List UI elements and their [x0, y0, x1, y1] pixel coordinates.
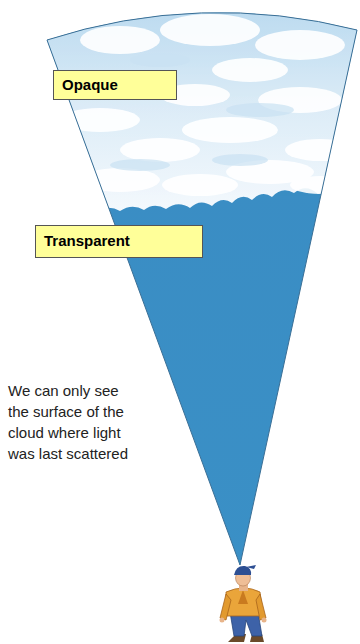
- label-box: Opaque: [53, 70, 177, 100]
- observer-figure: [220, 565, 267, 642]
- cone-outline: [47, 13, 357, 565]
- box-label: Opaque: [62, 76, 168, 94]
- box-label: Transparent: [44, 232, 194, 250]
- clear-air: [0, 0, 360, 600]
- cloud-body: [0, 0, 360, 214]
- note-text: We can only see the surface of the cloud…: [8, 380, 136, 464]
- cloud-puffs: [60, 14, 355, 196]
- view-cone: [0, 0, 360, 600]
- label-box: Transparent: [35, 225, 203, 258]
